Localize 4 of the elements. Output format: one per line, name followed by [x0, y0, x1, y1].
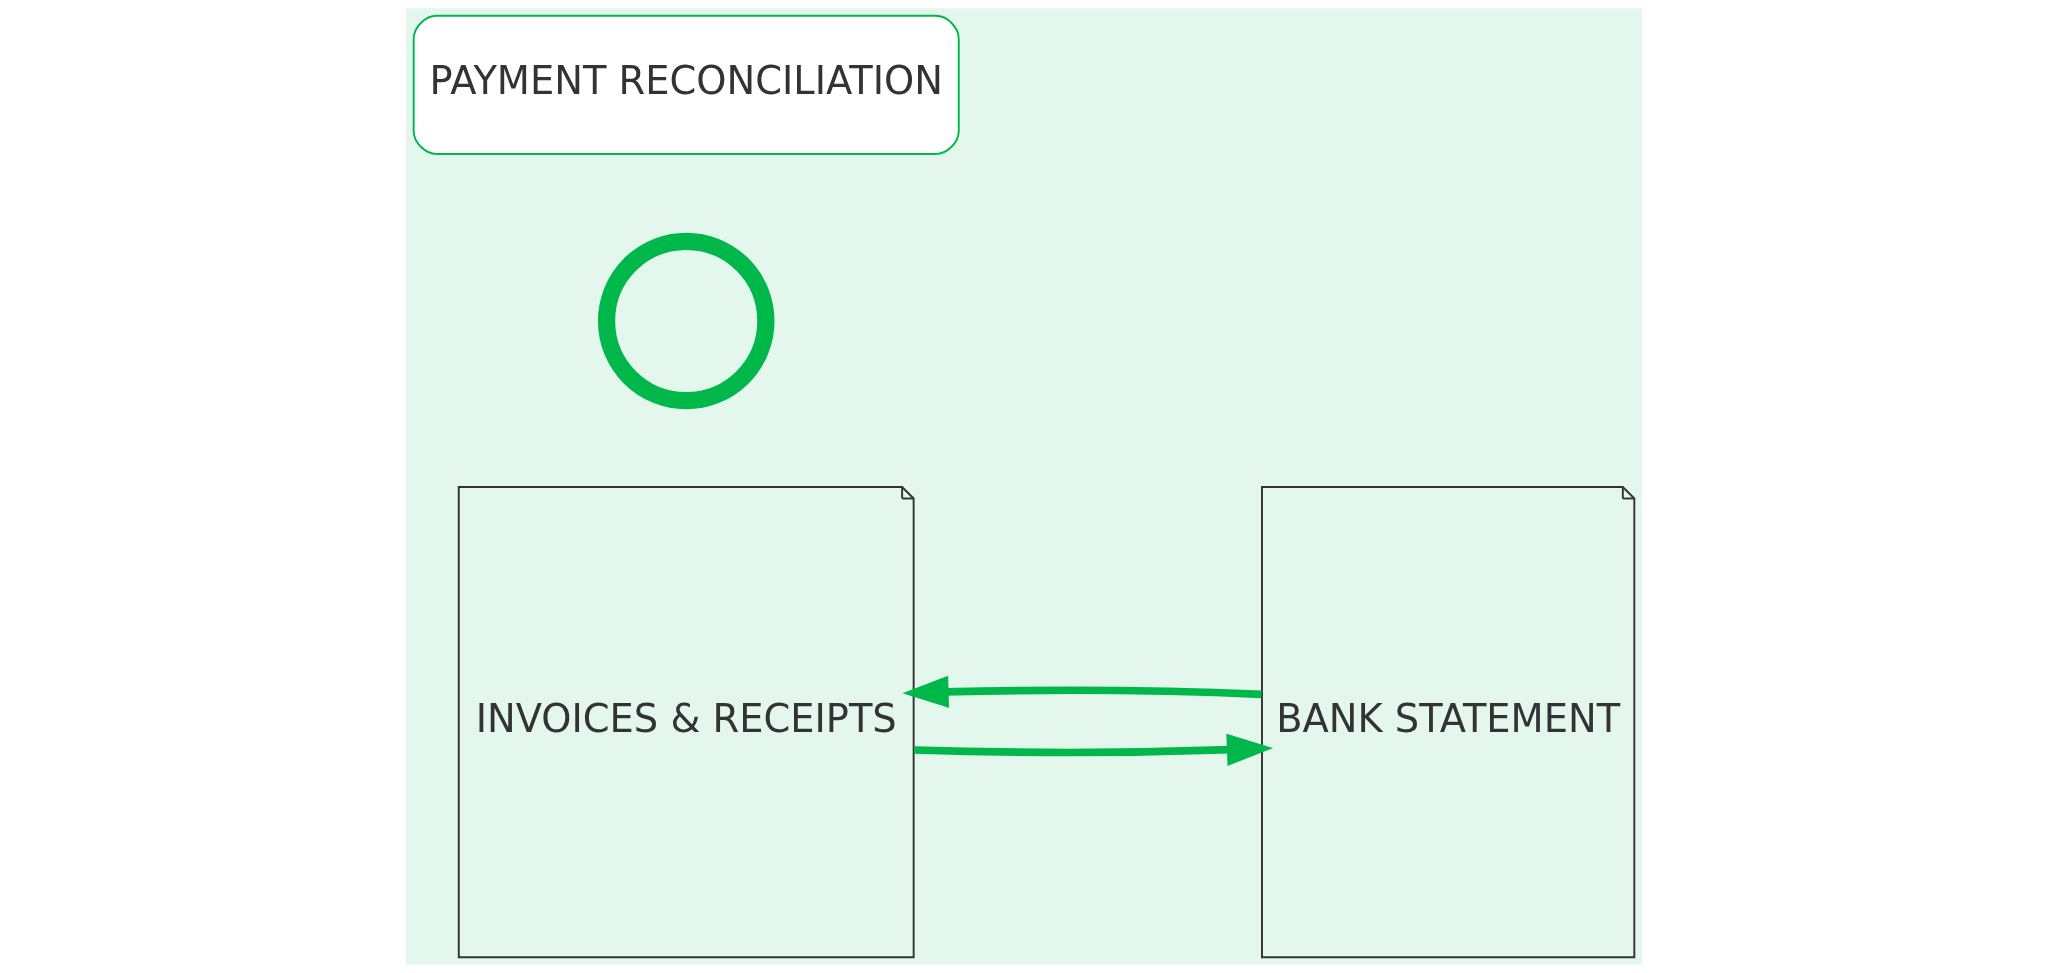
node-box: PAYMENT RECONCILIATION	[412, 14, 960, 155]
arrow	[902, 675, 1262, 708]
node-picture	[597, 232, 775, 410]
arrow	[913, 733, 1274, 766]
